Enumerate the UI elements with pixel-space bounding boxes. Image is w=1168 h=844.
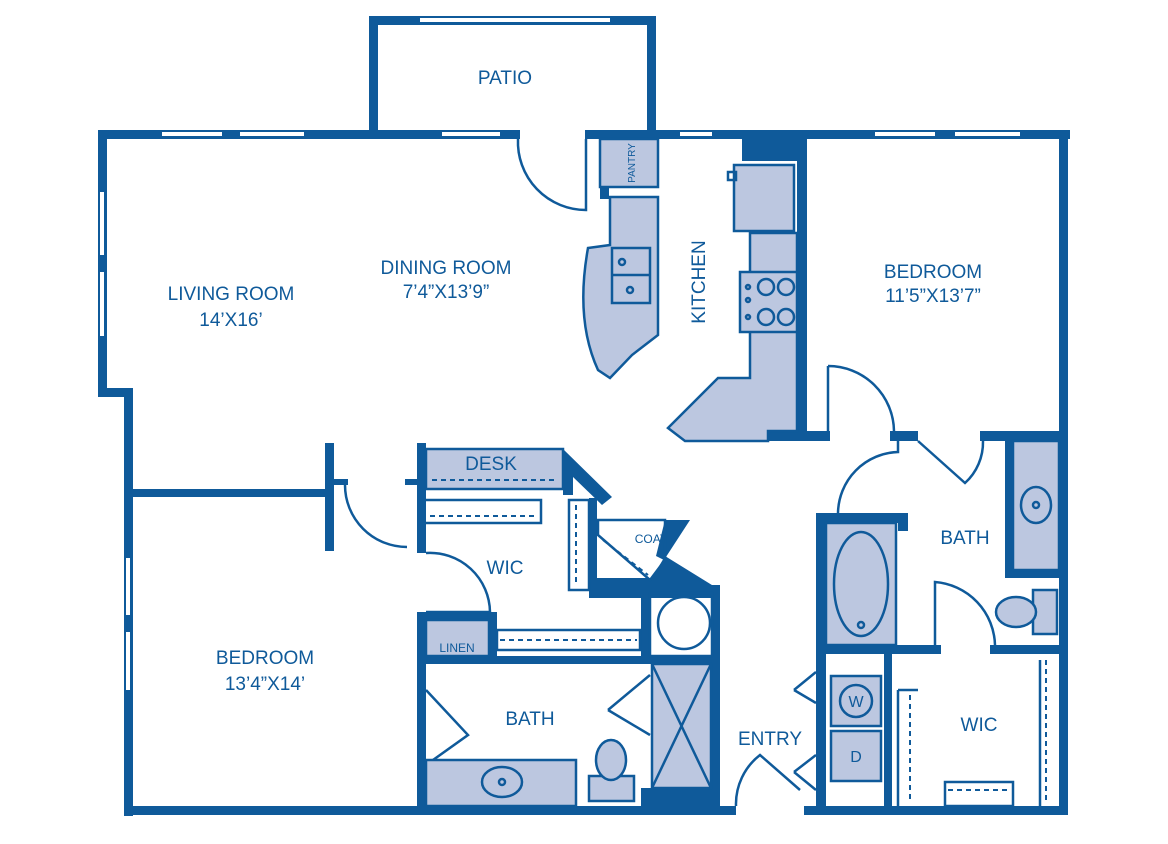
- entry-door: [734, 753, 801, 807]
- patio-label: PATIO: [478, 68, 532, 89]
- bath-right-door: [836, 441, 900, 514]
- bedroom-left-label: BEDROOM: [216, 648, 314, 669]
- desk-label: DESK: [465, 454, 517, 475]
- kitchen-label: KITCHEN: [689, 240, 710, 323]
- kitchen-counter: [666, 231, 799, 443]
- toilet-left: [594, 738, 628, 782]
- pantry-shelf: [598, 137, 660, 189]
- toilet-right: [994, 595, 1038, 629]
- bedroom-right-label: BEDROOM: [884, 262, 982, 283]
- wic-right-door: [933, 580, 997, 654]
- interior-walls: [124, 139, 1068, 812]
- refrigerator: [732, 163, 796, 233]
- pantry-label: PANTRY: [627, 143, 638, 183]
- bath-left-label: BATH: [505, 709, 554, 730]
- bedroom-right-size: 11’5”X13’7”: [885, 286, 981, 307]
- wic-left-label: WIC: [487, 558, 524, 579]
- entry-label: ENTRY: [738, 729, 802, 750]
- linen-label: LINEN: [439, 641, 474, 655]
- dining-room-size: 7’4”X13’9”: [403, 282, 490, 303]
- washer-label: W: [848, 694, 864, 711]
- desk: [424, 447, 565, 491]
- bath-right-label: BATH: [940, 528, 989, 549]
- room-labels: PATIO LIVING ROOM 14’X16’ DINING ROOM 7’…: [168, 68, 998, 766]
- living-room-size: 14’X16’: [199, 310, 262, 331]
- wic-right-label: WIC: [961, 715, 998, 736]
- bath-left-doors: [425, 689, 470, 767]
- living-room-label: LIVING ROOM: [168, 284, 295, 305]
- bath-right-cabinet-door: [917, 440, 985, 485]
- wic-left-door: [425, 551, 492, 614]
- bedroom-right-door: [826, 364, 896, 432]
- dryer: [829, 729, 883, 783]
- linen-closet: [424, 618, 491, 658]
- bathtub: [824, 521, 898, 647]
- dryer-label: D: [850, 749, 862, 766]
- desk-and-closets: [424, 447, 714, 658]
- patio-door: [516, 138, 588, 212]
- bath-left-fixtures: [424, 662, 713, 808]
- bedroom-left-size: 13’4”X14’: [225, 674, 305, 695]
- doors: [343, 138, 997, 807]
- laundry-doors: [793, 671, 817, 791]
- bath-right-fixtures: [824, 439, 1061, 808]
- windows: [100, 18, 1020, 690]
- kitchen-island: [582, 195, 660, 380]
- water-heater: [648, 591, 714, 658]
- coat-closet: [596, 518, 667, 582]
- coat-label: COAT: [635, 532, 668, 546]
- dining-room-label: DINING ROOM: [381, 258, 512, 279]
- bedroom-left-door: [343, 484, 408, 549]
- shower-door: [607, 674, 651, 737]
- kitchen-fixtures: [582, 137, 799, 443]
